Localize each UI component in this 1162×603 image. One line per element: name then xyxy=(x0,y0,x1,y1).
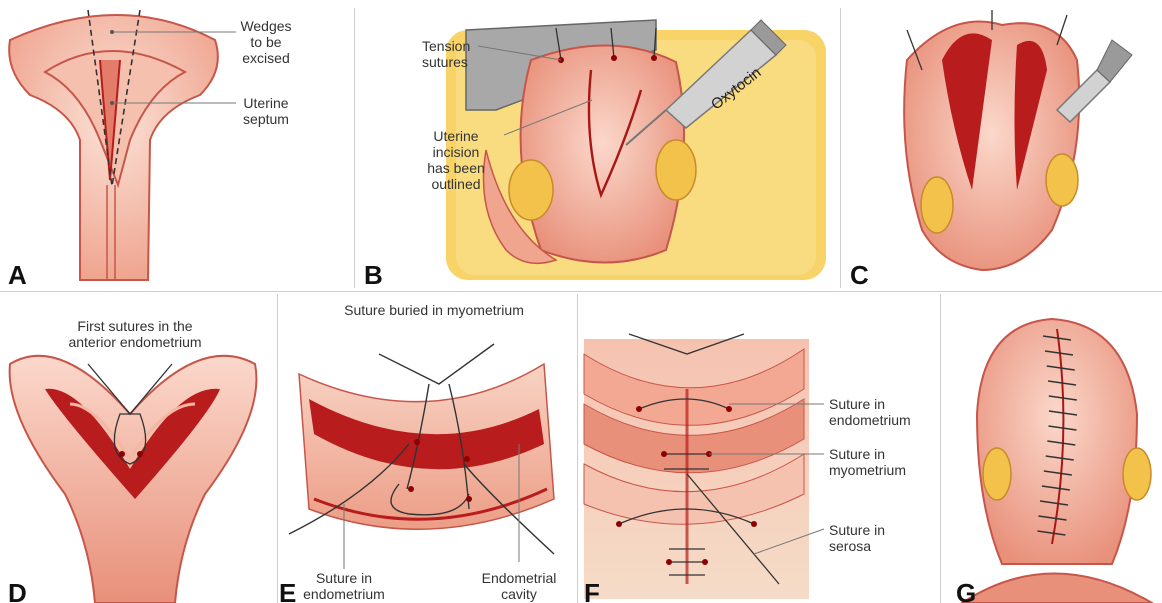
panel-letter-f: F xyxy=(584,580,600,603)
divider-bottom-3 xyxy=(940,294,941,603)
panel-letter-a: A xyxy=(8,262,27,288)
label-f-endometrium-line2: endometrium xyxy=(829,412,911,428)
divider-bottom-1 xyxy=(277,294,278,603)
label-wedges-line1: Wedges xyxy=(236,18,296,34)
label-incision-line4: outlined xyxy=(416,176,496,192)
panel-c: C xyxy=(842,0,1162,290)
label-wedges-line2: to be xyxy=(236,34,296,50)
divider-top-1 xyxy=(354,8,355,288)
label-incision-line1: Uterine xyxy=(416,128,496,144)
divider-bottom-2 xyxy=(577,294,578,603)
label-tension-line2: sutures xyxy=(422,54,468,70)
label-tension-line1: Tension xyxy=(422,38,470,54)
label-serosa-line2: serosa xyxy=(829,538,871,554)
panel-e: Suture buried in myometrium Suture in en… xyxy=(279,294,575,603)
label-septum-line2: septum xyxy=(236,111,296,127)
panel-a: Wedges to be excised Uterine septum A xyxy=(0,0,352,290)
label-e-endometrium-line2: endometrium xyxy=(299,586,389,602)
excised-septum-illustration xyxy=(842,0,1162,290)
label-first-sutures-line1: First sutures in the xyxy=(40,318,230,334)
panel-g: G xyxy=(942,294,1162,603)
label-myometrium-line1: Suture in xyxy=(829,446,885,462)
label-e-endometrium-line1: Suture in xyxy=(299,570,389,586)
label-first-sutures-line2: anterior endometrium xyxy=(40,334,230,350)
buried-suture-illustration xyxy=(279,294,575,603)
panel-f: Suture in endometrium Suture in myometri… xyxy=(579,294,938,603)
uterus-septum-illustration xyxy=(0,0,352,290)
divider-top-2 xyxy=(840,8,841,288)
panel-d: First sutures in the anterior endometriu… xyxy=(0,294,275,603)
label-myometrium-line2: myometrium xyxy=(829,462,906,478)
label-f-endometrium-line1: Suture in xyxy=(829,396,885,412)
label-cavity-line2: cavity xyxy=(474,586,564,602)
panel-letter-e: E xyxy=(279,580,296,603)
panel-letter-b: B xyxy=(364,262,383,288)
panel-letter-g: G xyxy=(956,580,976,603)
divider-horizontal xyxy=(0,291,1162,292)
label-buried-suture: Suture buried in myometrium xyxy=(309,302,559,318)
label-wedges-line3: excised xyxy=(236,50,296,66)
panel-b: Tension sutures Uterine incision has bee… xyxy=(356,0,838,290)
panel-letter-c: C xyxy=(850,262,869,288)
label-incision-line2: incision xyxy=(416,144,496,160)
label-incision-line3: has been xyxy=(416,160,496,176)
panel-letter-d: D xyxy=(8,580,27,603)
label-septum-line1: Uterine xyxy=(236,95,296,111)
label-serosa-line1: Suture in xyxy=(829,522,885,538)
label-cavity-line1: Endometrial xyxy=(474,570,564,586)
closed-uterus-illustration xyxy=(942,294,1162,603)
